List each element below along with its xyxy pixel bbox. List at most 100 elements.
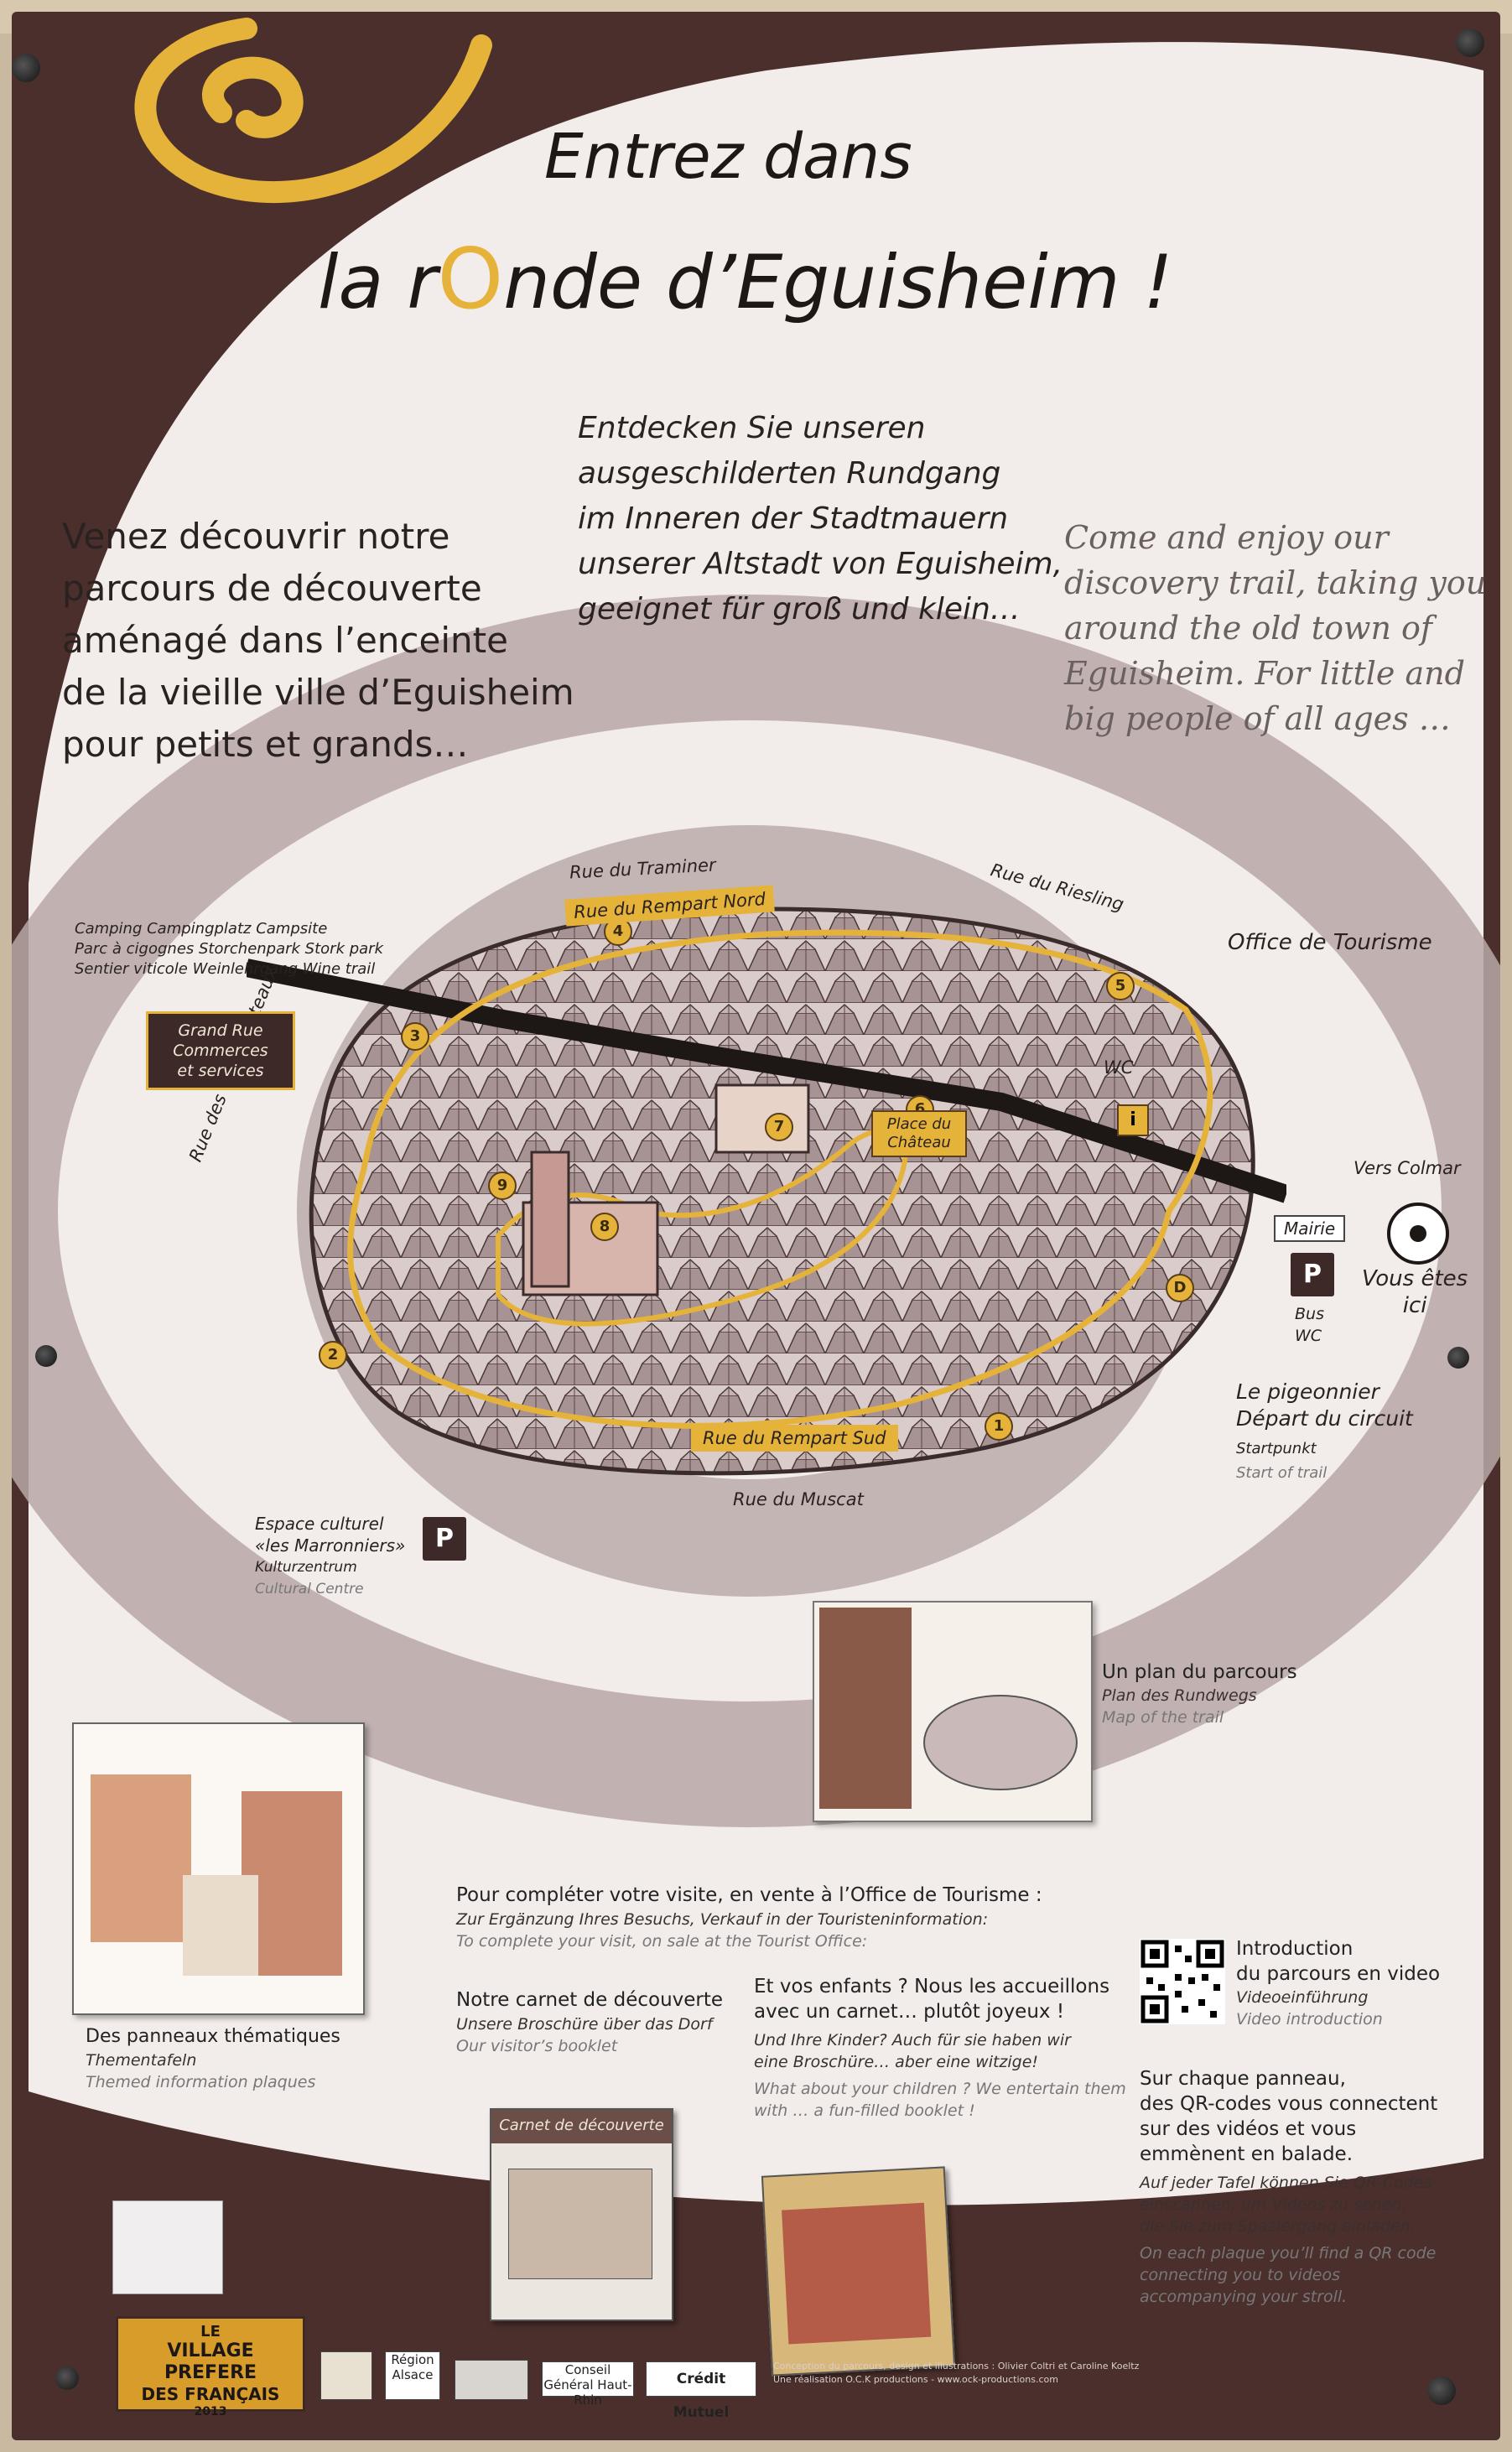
start-trail-label: Start of trail <box>1236 1464 1328 1482</box>
grand-rue-line: Grand Rue <box>178 1021 263 1040</box>
place-chateau-label: Place du Château <box>871 1110 967 1157</box>
video-fr-line: du parcours en video <box>1236 1963 1441 1985</box>
title-line-1: Entrez dans <box>544 121 912 193</box>
enfants-fr-line: avec un carnet… plutôt joyeux ! <box>754 2001 1065 2023</box>
enfants-de-line: eine Broschüre… aber eine witzige! <box>754 2053 1039 2071</box>
vous-etes-line: Vous êtes <box>1362 1266 1468 1291</box>
intro-fr-line: Venez découvrir notre <box>62 516 450 557</box>
plaque-ground <box>183 1875 258 1976</box>
qr-fr-line: des QR-codes vous connectent <box>1140 2093 1438 2115</box>
sign-board: Entrez dans la rOnde d’Eguisheim ! Venez… <box>12 12 1500 2440</box>
badge-line: DES FRANÇAIS <box>141 2384 280 2404</box>
credits: Conception du parcours, design et illust… <box>773 2360 1139 2387</box>
title-part-a: la r <box>318 239 438 325</box>
parking-icon-west: P <box>423 1517 466 1561</box>
carnet-cover-title: Carnet de découverte <box>499 2117 664 2134</box>
espace-line: Espace culturel <box>255 1514 384 1534</box>
screw <box>12 54 40 82</box>
street-rempart-sud-text: Rue du Rempart Sud <box>703 1428 886 1448</box>
intro-fr-line: parcours de découverte <box>62 568 482 609</box>
camping-notes: Camping Campingplatz Campsite Parc à cig… <box>75 919 383 979</box>
carnet-booklet-image: Carnet de découverte <box>490 2108 673 2321</box>
espace-culturel-label: Espace culturel «les Marronniers» Kultur… <box>255 1513 405 1600</box>
place-line: Château <box>887 1134 951 1151</box>
title-part-b: nde d’Eguisheim ! <box>503 239 1173 325</box>
trail-point-8[interactable]: 8 <box>590 1213 619 1241</box>
intro-de-line: geeignet für groß und klein… <box>578 592 1021 626</box>
eguisheim-logo <box>320 2351 372 2400</box>
cultural-centre-label: Cultural Centre <box>255 1581 364 1597</box>
plaque-house-left <box>91 1774 191 1942</box>
region-alsace-logo: Région Alsace <box>385 2351 440 2400</box>
video-fr-line: Introduction <box>1236 1938 1354 1960</box>
badge-line: VILLAGE PREFERE <box>164 2340 257 2383</box>
camping-line: Camping Campingplatz Campsite <box>75 920 328 938</box>
brochure-left-panel <box>819 1608 912 1809</box>
intro-en: Come and enjoy our discovery trail, taki… <box>1064 515 1486 741</box>
qr-de-line: einscannen, um Videos zu sehen, <box>1140 2195 1407 2214</box>
pigeonnier-line: Départ du circuit <box>1236 1406 1413 1431</box>
title-line-2: la rOnde d’Eguisheim ! <box>318 230 1173 328</box>
vers-colmar-label: Vers Colmar <box>1354 1158 1461 1178</box>
pigeonnier-label: Le pigeonnier Départ du circuit <box>1236 1379 1413 1432</box>
trail-point-9[interactable]: 9 <box>488 1171 517 1200</box>
carnet-info: Notre carnet de découverte Unsere Brosch… <box>456 1987 723 2057</box>
you-are-here-dot <box>1410 1225 1426 1242</box>
intro-en-line: big people of all ages … <box>1064 700 1451 737</box>
place-line: Place du <box>886 1115 952 1133</box>
screw <box>1427 2377 1456 2405</box>
bus-wc-label: Bus WC <box>1295 1303 1324 1347</box>
intro-fr-line: de la vieille ville d’Eguisheim <box>62 672 574 713</box>
qr-code-icon[interactable] <box>1140 1939 1225 2024</box>
intro-de-line: Entdecken Sie unseren <box>578 411 926 445</box>
video-en: Video introduction <box>1236 2010 1383 2029</box>
qr-en-line: connecting you to videos <box>1140 2266 1341 2284</box>
intro-de: Entdecken Sie unseren ausgeschilderten R… <box>578 406 1063 632</box>
street-muscat: Rue du Muscat <box>733 1489 864 1509</box>
trail-point-5[interactable]: 5 <box>1106 972 1135 1000</box>
complete-de: Zur Ergänzung Ihres Besuchs, Verkauf in … <box>456 1910 989 1929</box>
carnet-cover-illustration <box>508 2169 652 2279</box>
badge-line: LE <box>200 2323 221 2340</box>
trail-point-2[interactable]: 2 <box>319 1341 347 1369</box>
espace-line: «les Marronniers» <box>255 1535 406 1556</box>
qr-de-line: die Sie zum Spaziergang einladen. <box>1140 2217 1416 2236</box>
qr-en-line: accompanying your stroll. <box>1140 2288 1348 2306</box>
startpunkt-label: Startpunkt <box>1236 1440 1317 1457</box>
qr-info: Sur chaque panneau, des QR-codes vous co… <box>1140 2066 1437 2308</box>
title-gold-o: O <box>437 230 504 328</box>
intro-fr: Venez découvrir notre parcours de découv… <box>62 511 574 771</box>
complete-fr: Pour compléter votre visite, en vente à … <box>456 1884 1042 1906</box>
carnet-de: Unsere Broschüre über das Dorf <box>456 2015 713 2034</box>
grand-rue-line: et services <box>177 1062 264 1080</box>
plan-title: Un plan du parcours <box>1102 1661 1297 1683</box>
haut-rhin-logo: Conseil Général Haut-Rhin <box>542 2361 634 2408</box>
partner-logo <box>455 2360 528 2400</box>
carnet-en: Our visitor’s booklet <box>456 2037 618 2055</box>
trail-point-d[interactable]: D <box>1166 1274 1194 1302</box>
pigeonnier-line: Le pigeonnier <box>1236 1379 1380 1404</box>
enfants-fr-line: Et vos enfants ? Nous les accueillons <box>754 1976 1110 1997</box>
parking-icon-east: P <box>1291 1253 1334 1296</box>
camping-line: Sentier viticole Weinlehrgang Wine trail <box>75 960 376 978</box>
camping-line: Parc à cigognes Storchenpark Stork park <box>75 940 384 958</box>
intro-en-line: discovery trail, taking you <box>1064 564 1487 601</box>
enfants-en-line: with … a fun-filled booklet ! <box>754 2101 975 2120</box>
intro-de-line: ausgeschilderten Rundgang <box>578 456 1001 491</box>
trail-point-7[interactable]: 7 <box>765 1113 793 1141</box>
panneaux-en: Themed information plaques <box>86 2073 316 2091</box>
intro-fr-line: pour petits et grands… <box>62 724 469 765</box>
kids-booklet-illustration <box>782 2202 932 2345</box>
intro-en-line: around the old town of <box>1064 610 1432 647</box>
trail-point-3[interactable]: 3 <box>401 1022 429 1051</box>
intro-de-line: unserer Altstadt von Eguisheim, <box>578 547 1063 581</box>
mairie-box: Mairie <box>1274 1215 1346 1242</box>
trail-point-1[interactable]: 1 <box>985 1412 1013 1441</box>
screw <box>35 1345 57 1367</box>
intro-fr-line: aménagé dans l’enceinte <box>62 620 508 661</box>
vous-etes-ici: Vous êtes ici <box>1362 1265 1468 1319</box>
wc-label: WC <box>1104 1057 1134 1078</box>
panneaux-fr: Des panneaux thématiques <box>86 2026 340 2047</box>
vous-etes-line: ici <box>1402 1293 1427 1318</box>
credits-line: Une réalisation O.C.K productions - www.… <box>773 2374 1058 2385</box>
